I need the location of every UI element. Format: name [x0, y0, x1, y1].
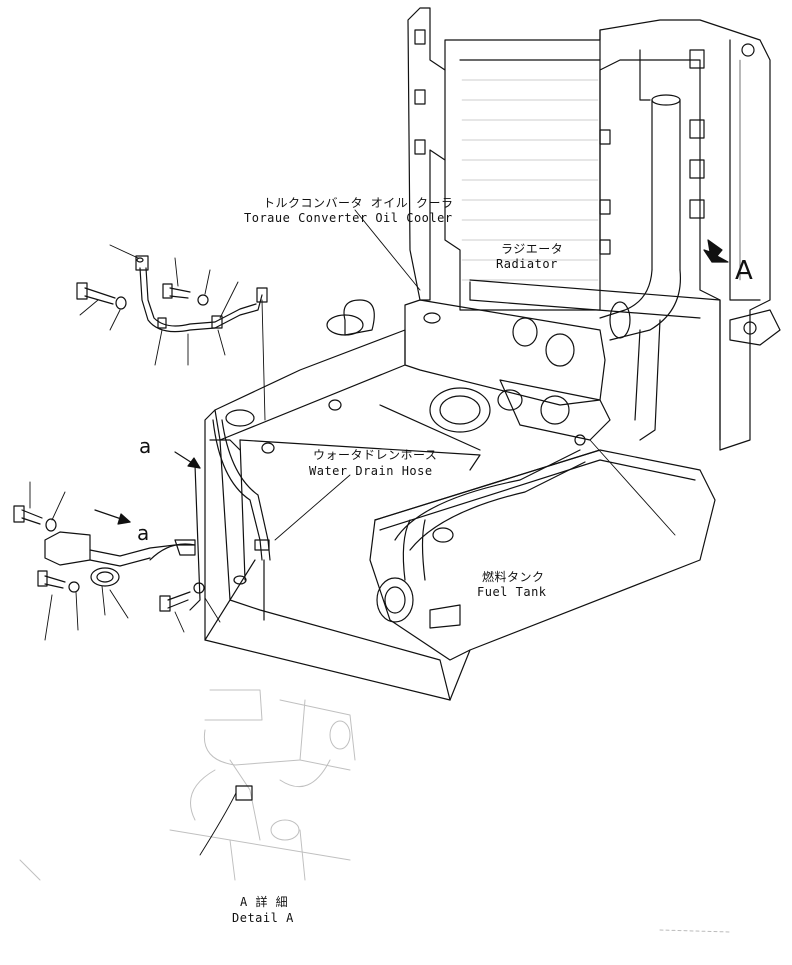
fuel-tank [369, 449, 716, 701]
detail-a-view [19, 689, 356, 881]
detail-a-clamp [235, 785, 253, 801]
radiator-assembly [407, 7, 781, 451]
water-drain-label-en: Water Drain Hose [309, 464, 433, 478]
oil-cooler [404, 299, 611, 446]
hose-assembly [76, 255, 268, 333]
water-drain-label-jp: ウォータドレンホース [313, 448, 438, 462]
bracket-parts [13, 505, 205, 612]
torque-converter-label-en: Toraue Converter Oil Cooler [244, 211, 453, 225]
frame-body [189, 299, 481, 701]
torque-converter-label-jp: トルクコンバータ オイル クーラ [263, 196, 454, 210]
radiator-label-en: Radiator [496, 257, 558, 271]
ref-a-label-top: a [139, 434, 152, 458]
detail-a-label-jp: A 詳 細 [240, 895, 289, 909]
radiator-label-jp: ラジエータ [501, 242, 564, 256]
fuel-tank-label-en: Fuel Tank [477, 585, 547, 599]
view-a-label: A [735, 256, 753, 286]
detail-a-label-en: Detail A [232, 911, 294, 925]
fuel-tank-label-jp: 燃料タンク [482, 570, 545, 584]
water-drain-hose [212, 419, 271, 621]
view-arrow-A [703, 239, 729, 263]
leader-lines [29, 209, 676, 641]
ref-a-label-left: a [137, 521, 150, 545]
